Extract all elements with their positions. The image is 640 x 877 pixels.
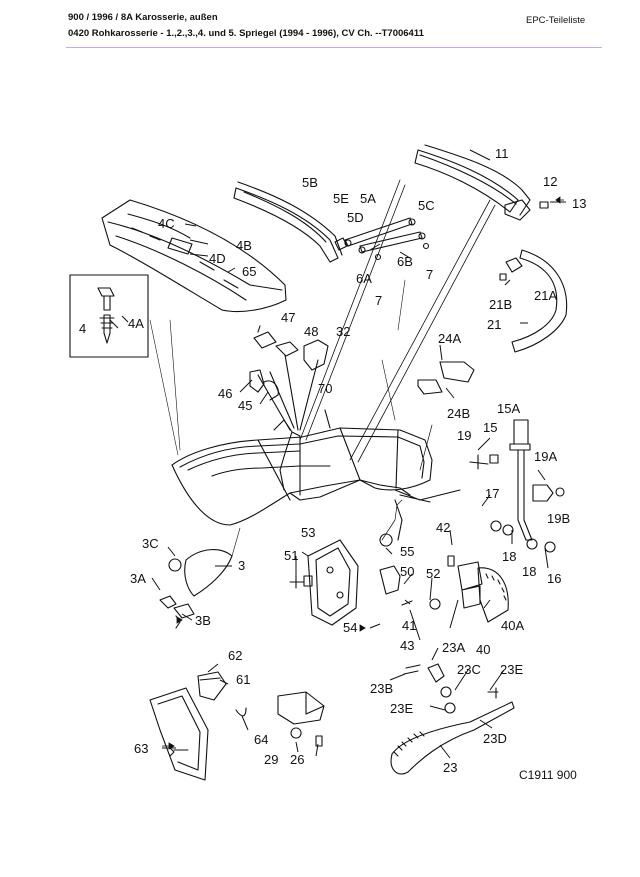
part-label-53: 53 <box>301 525 315 540</box>
part-label-23d: 23D <box>483 731 507 746</box>
part-label-48: 48 <box>304 324 318 339</box>
part-label-23e-left: 23E <box>390 701 413 716</box>
part-label-63: 63 <box>134 741 148 756</box>
part-label-23: 23 <box>443 760 457 775</box>
part-front-header-2 <box>101 199 287 313</box>
part-label-7-left: 7 <box>375 293 382 308</box>
part-label-19: 19 <box>457 428 471 443</box>
part-label-11: 11 <box>495 146 509 161</box>
part-label-41: 41 <box>402 618 416 633</box>
part-label-21b: 21B <box>489 297 512 312</box>
part-corner-trim-60 <box>149 671 247 781</box>
part-label-61: 61 <box>236 672 250 687</box>
part-label-52: 52 <box>426 566 440 581</box>
part-label-15a: 15A <box>497 401 520 416</box>
part-label-43: 43 <box>400 638 414 653</box>
part-bow-5 <box>233 181 343 263</box>
part-label-19a: 19A <box>534 449 557 464</box>
part-label-16: 16 <box>547 571 561 586</box>
part-label-21a: 21A <box>534 288 557 303</box>
part-label-6b: 6B <box>397 254 413 269</box>
part-label-23b: 23B <box>370 681 393 696</box>
part-3 <box>159 527 241 629</box>
part-label-3: 3 <box>238 558 245 573</box>
part-motor-40 <box>379 533 509 623</box>
part-label-15: 15 <box>483 420 497 435</box>
part-label-46: 46 <box>218 386 232 401</box>
header-subtitle: 0420 Rohkarosserie - 1.,2.,3.,4. und 5. … <box>68 28 424 39</box>
part-label-4b: 4B <box>236 238 252 253</box>
diagram-reference: C1911 900 <box>519 768 577 782</box>
header-title: 900 / 1996 / 8A Karosserie, außen <box>68 12 218 23</box>
part-label-47: 47 <box>281 310 295 325</box>
part-label-4d: 4D <box>209 251 226 266</box>
part-label-5e: 5E <box>333 191 349 206</box>
part-label-50: 50 <box>400 564 414 579</box>
part-roof-bow-11 <box>414 144 549 221</box>
part-label-18-left: 18 <box>502 549 516 564</box>
part-label-40: 40 <box>476 642 490 657</box>
part-clip-4-inset <box>69 274 149 358</box>
part-label-24a: 24A <box>438 331 461 346</box>
header-divider <box>66 47 602 48</box>
part-label-23a: 23A <box>442 640 465 655</box>
part-label-42: 42 <box>436 520 450 535</box>
part-label-55: 55 <box>400 544 414 559</box>
part-label-29: 29 <box>264 752 278 767</box>
part-rail-20 <box>499 249 568 353</box>
part-label-24b: 24B <box>447 406 470 421</box>
part-label-7-right: 7 <box>426 267 433 282</box>
part-label-18-right: 18 <box>522 564 536 579</box>
part-hinge-plate-53 <box>289 499 403 626</box>
part-label-5c: 5C <box>418 198 435 213</box>
part-label-54: 54 <box>343 620 357 635</box>
part-label-3c: 3C <box>142 536 159 551</box>
part-roof-frame-1 <box>171 419 461 541</box>
part-label-64: 64 <box>254 732 268 747</box>
part-label-6a: 6A <box>356 271 372 286</box>
part-label-5d: 5D <box>347 210 364 225</box>
part-label-5b: 5B <box>302 175 318 190</box>
part-label-4: 4 <box>79 321 86 336</box>
part-label-3a: 3A <box>130 571 146 586</box>
part-label-45: 45 <box>238 398 252 413</box>
part-label-4a: 4A <box>128 316 144 331</box>
part-label-51: 51 <box>284 548 298 563</box>
part-linkage-23 <box>169 663 515 775</box>
part-label-12: 12 <box>543 174 557 189</box>
part-label-70: 70 <box>318 381 332 396</box>
part-label-62: 62 <box>228 648 242 663</box>
part-label-19b: 19B <box>547 511 570 526</box>
part-label-23c: 23C <box>457 662 481 677</box>
part-label-32: 32 <box>336 324 350 339</box>
header-epc-label: EPC-Teileliste <box>526 15 586 26</box>
part-brackets-47-48-32 <box>249 325 331 431</box>
part-label-4c: 4C <box>158 216 175 231</box>
part-motor-25 <box>277 691 325 747</box>
part-label-26: 26 <box>290 752 304 767</box>
part-label-5a: 5A <box>360 191 376 206</box>
part-label-65: 65 <box>242 264 256 279</box>
part-label-21: 21 <box>487 317 501 332</box>
part-label-13: 13 <box>572 196 586 211</box>
part-label-3b: 3B <box>195 613 211 628</box>
part-trim-24 <box>417 361 475 395</box>
part-label-23e-right: 23E <box>500 662 523 677</box>
part-label-17: 17 <box>485 486 499 501</box>
part-arm-15a <box>469 419 565 553</box>
part-label-40a: 40A <box>501 618 524 633</box>
